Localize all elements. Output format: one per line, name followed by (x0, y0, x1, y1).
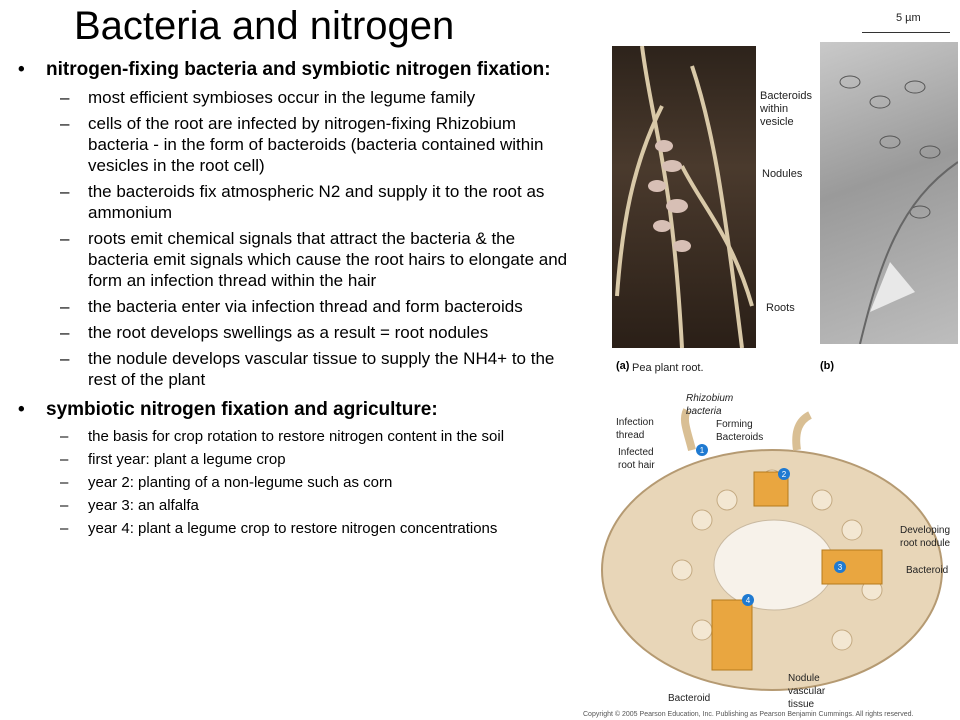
slide-body: •nitrogen-fixing bacteria and symbiotic … (0, 58, 580, 542)
panel-b-label: (b) (820, 360, 835, 372)
bullet-heading-1: •nitrogen-fixing bacteria and symbiotic … (18, 59, 551, 80)
sub-bullet: –the bacteria enter via infection thread… (60, 297, 523, 316)
sub-bullet: –the bacteroids fix atmospheric N2 and s… (60, 182, 545, 222)
label-developing-nodule: Developing root nodule (900, 525, 951, 549)
sub-bullet: –year 4: plant a legume crop to restore … (60, 520, 498, 537)
sub-bullet: –the nodule develops vascular tissue to … (60, 349, 555, 389)
label-roots: Roots (766, 302, 795, 314)
sub-bullet: –year 2: planting of a non-legume such a… (60, 474, 393, 491)
step-3: 3 (838, 563, 843, 572)
root-nodules-illustration (615, 46, 754, 348)
slide-title: Bacteria and nitrogen (74, 4, 455, 48)
sub-bullet: –first year: plant a legume crop (60, 451, 286, 468)
label-nodule-vascular: Nodule vascular tissue (788, 673, 826, 710)
pea-root-photo (612, 46, 756, 348)
micrograph-texture (839, 75, 958, 344)
label-rhizobium: Rhizobium bacteria (686, 393, 734, 417)
step-1: 1 (700, 446, 705, 455)
sub-bullet: –the root develops swellings as a result… (60, 323, 489, 342)
panel-a-label: (a) (616, 360, 630, 372)
sub-bullet: –cells of the root are infected by nitro… (60, 114, 544, 175)
sub-bullet: –year 3: an alfalfa (60, 497, 199, 514)
copyright-notice: Copyright © 2005 Pearson Education, Inc.… (583, 711, 914, 718)
label-forming-bacteroids: Forming Bacteroids (716, 419, 764, 443)
sub-bullet: –roots emit chemical signals that attrac… (60, 229, 568, 290)
step-2: 2 (782, 470, 787, 479)
label-nodules: Nodules (762, 168, 803, 180)
sub-bullet: –the basis for crop rotation to restore … (60, 428, 505, 445)
sub-bullet: –most efficient symbioses occur in the l… (60, 88, 476, 107)
scale-bar (862, 32, 950, 33)
scale-label: 5 µm (896, 12, 921, 24)
bullet-dot-icon: • (18, 399, 25, 420)
nodule-formation-diagram: 1 2 3 4 (601, 408, 943, 691)
label-bacteroids: Bacteroids within vesicle (760, 90, 812, 128)
label-bacteroid-right: Bacteroid (906, 565, 949, 576)
label-infection-thread: Infection thread (616, 417, 654, 441)
bullet-heading-2: •symbiotic nitrogen fixation and agricul… (18, 399, 438, 420)
step-4: 4 (746, 596, 751, 605)
bullet-dot-icon: • (18, 59, 25, 80)
label-bacteroid-bottom: Bacteroid (668, 693, 711, 704)
photo-caption: Pea plant root. (632, 362, 704, 374)
label-infected-root-hair: Infected root hair (618, 447, 655, 471)
